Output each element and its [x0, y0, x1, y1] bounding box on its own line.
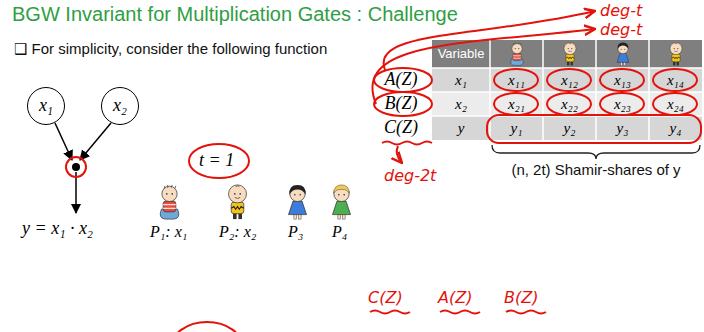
party-icon [670, 43, 682, 66]
input-circle: x₂ [101, 87, 139, 125]
red-circle [374, 68, 432, 92]
node-text: x₁ [39, 96, 53, 116]
table-cell: x₁₃ [596, 68, 649, 92]
red-loop [487, 115, 701, 143]
share-table [432, 40, 702, 140]
red-underline [382, 142, 432, 145]
table-row [432, 116, 702, 140]
red-underline [370, 311, 410, 314]
circuit-wires [55, 123, 111, 213]
wire [55, 123, 72, 160]
red-circle [374, 92, 432, 116]
table-cell: y [432, 116, 490, 140]
table-header-row [432, 40, 702, 68]
table-row [432, 68, 702, 92]
table-cell: y₂ [543, 116, 596, 140]
table-cell: x₂₃ [596, 92, 649, 116]
art-line [489, 40, 491, 140]
polynomial-label: C(Z) [374, 116, 428, 140]
table-cell: x₂₂ [543, 92, 596, 116]
handwritten-note: deg-2t [384, 166, 436, 185]
handwritten-note: deg-t [600, 20, 642, 39]
red-underline [506, 311, 546, 314]
table-cell: y₃ [596, 116, 649, 140]
brace [492, 145, 700, 159]
party-icon [617, 43, 629, 66]
table-cell: x₁₄ [649, 68, 702, 92]
party-label: P₂: x₂ [219, 222, 256, 241]
art-line [542, 40, 544, 140]
red-circle [66, 157, 86, 177]
table-cell: y₄ [649, 116, 702, 140]
red-annotations [171, 11, 701, 332]
party-icon [333, 185, 351, 219]
wire [75, 172, 77, 213]
handwritten-note: deg-t [600, 1, 642, 20]
table-grid [432, 40, 702, 140]
party-figures [160, 185, 350, 219]
table-cell: x₂₁ [490, 92, 543, 116]
input-circle: x₁ [27, 87, 65, 125]
slide-title: BGW Invariant for Multiplication Gates :… [12, 2, 458, 26]
handwritten-note: B(Z) [504, 288, 538, 307]
red-underline [440, 311, 480, 314]
party-label: P₁: x₁ [150, 222, 187, 241]
bullet-text: ❑ For simplicity, consider the following… [14, 40, 327, 58]
table-cell: y₁ [490, 116, 543, 140]
red-circle [189, 144, 249, 178]
red-arrow [372, 29, 595, 104]
art-line [648, 40, 650, 140]
art-line [595, 40, 597, 140]
wire [80, 123, 111, 160]
handwritten-note: A(Z) [438, 288, 472, 307]
red-circle [171, 322, 243, 332]
polynomial-label: B(Z) [374, 92, 428, 116]
party-icon [160, 185, 179, 219]
node-text: x₂ [113, 96, 127, 116]
threshold-label: t = 1 [199, 150, 234, 172]
table-header: Variable [432, 40, 490, 68]
party-label: P₃ [288, 222, 303, 241]
party-icon [564, 43, 576, 66]
table-cell: x₁₂ [543, 68, 596, 92]
brace-caption: (n, 2t) Shamir-shares of y [490, 161, 702, 179]
red-arrow [397, 146, 402, 163]
party-icon [229, 185, 247, 219]
party-icon [289, 185, 307, 219]
handwritten-note: C(Z) [368, 288, 403, 307]
party-label: P₄ [332, 222, 347, 241]
table-row [432, 92, 702, 116]
table-cell: x₁₁ [490, 68, 543, 92]
table-cell: x₁ [432, 68, 490, 92]
table-cell: x₂₄ [649, 92, 702, 116]
party-icon [511, 43, 523, 66]
polynomial-label: A(Z) [374, 68, 428, 92]
gate-dot [72, 163, 80, 171]
table-cell: x₂ [432, 92, 490, 116]
output-formula: y = x₁ · x₂ [22, 218, 93, 240]
